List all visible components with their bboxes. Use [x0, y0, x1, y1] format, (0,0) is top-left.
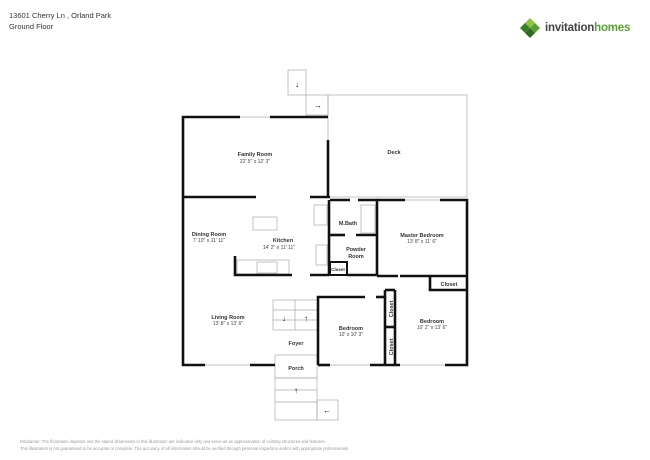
floor-label: Ground Floor: [9, 22, 54, 31]
room-name: Room: [348, 254, 364, 260]
room-name: Deck: [387, 150, 401, 156]
arrow-down-icon: ↓: [295, 80, 299, 89]
disclaimer-line1: Disclaimer: The floorplans depicted and …: [20, 439, 326, 444]
room-name: Porch: [288, 366, 304, 372]
room-name: Closet: [389, 338, 395, 355]
room-name: Bedroom: [339, 326, 363, 332]
arrow-up-icon: ↑: [304, 314, 308, 323]
room-dim: 14' 2" x 11' 11": [263, 245, 295, 251]
room-name: Kitchen: [273, 238, 294, 244]
arrow-up-icon: ↑: [294, 386, 298, 395]
room-name: Closet: [441, 282, 458, 288]
walls: [181, 115, 469, 367]
room-name: Dining Room: [192, 232, 226, 238]
room-name: Foyer: [289, 341, 305, 347]
room-dim: 10' 2" x 13' 6": [417, 325, 447, 331]
leaf-cluster-logo-icon: [520, 18, 540, 38]
stair-arrows: ↓ → ↓ ↑ ↑ ←: [282, 80, 331, 415]
arrow-right-icon: →: [314, 101, 322, 110]
logo-text: invitationhomes: [545, 22, 631, 34]
room-name: M.Bath: [339, 221, 358, 227]
logo: invitationhomes: [519, 17, 630, 39]
thin-outlines: [205, 69, 468, 421]
room-dim: 22' 5" x 12' 3": [240, 159, 270, 165]
room-name: Powder: [346, 247, 367, 253]
room-name: Master Bedroom: [400, 233, 444, 239]
room-name: Living Room: [211, 315, 244, 321]
room-dim: 7' 10" x 11' 11": [193, 238, 225, 244]
room-name: Closet: [389, 300, 395, 317]
disclaimer-line2: This illustration is not guaranteed to b…: [20, 446, 350, 451]
arrow-down-icon: ↓: [282, 314, 286, 323]
room-name: Bedroom: [420, 319, 444, 325]
room-name: Family Room: [238, 152, 273, 158]
room-dim: 13' 8" x 11' 6": [407, 239, 437, 245]
address: 13601 Cherry Ln , Orland Park: [9, 11, 112, 20]
room-name: Closet: [331, 267, 345, 272]
arrow-left-icon: ←: [323, 406, 331, 415]
room-dim: 13' 8" x 13' 6": [213, 321, 243, 327]
room-dim: 10' x 10' 3": [339, 332, 363, 338]
